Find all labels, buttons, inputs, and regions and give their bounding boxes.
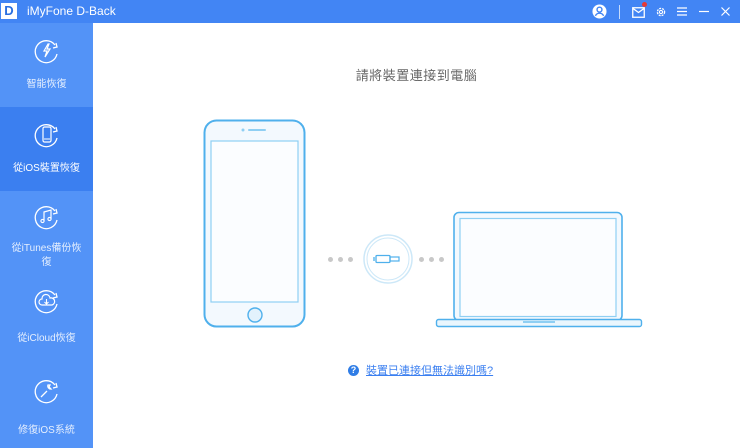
sidebar-item-label: 從iOS裝置恢復	[13, 163, 80, 174]
sidebar-item-label: 修復iOS系統	[18, 425, 75, 436]
sidebar-item-label: 智能恢復	[26, 79, 67, 90]
sidebar-item-label: 從iCloud恢復	[17, 333, 76, 344]
usb-cable-icon	[363, 234, 413, 284]
mail-icon[interactable]	[632, 0, 647, 23]
help-row: ? 裝置已連接但無法識別嗎?	[348, 362, 493, 378]
menu-icon[interactable]	[677, 0, 687, 23]
connection-dots-right	[419, 257, 444, 262]
title-bar: D iMyFone D-Back	[0, 0, 740, 23]
gear-icon[interactable]	[655, 0, 667, 23]
app-logo: D	[1, 3, 17, 19]
iphone-illustration	[203, 119, 306, 328]
sidebar-item-smart-recovery[interactable]: 智能恢復	[0, 23, 93, 107]
separator	[619, 4, 620, 19]
sidebar-item-label: 從iTunes備份恢復	[11, 243, 82, 268]
account-icon[interactable]	[592, 0, 607, 23]
sidebar-item-ios-device[interactable]: 從iOS裝置恢復	[0, 107, 93, 191]
laptop-illustration	[435, 211, 643, 328]
connection-dots-left	[328, 257, 353, 262]
close-icon[interactable]	[721, 0, 730, 23]
itunes-icon	[33, 203, 61, 234]
icloud-icon	[33, 287, 61, 318]
question-icon: ?	[348, 364, 359, 376]
repair-icon	[33, 377, 61, 408]
sidebar-item-icloud[interactable]: 從iCloud恢復	[0, 279, 93, 367]
smart-recovery-icon	[33, 37, 61, 68]
sidebar: 智能恢復 從iOS裝置恢復 從iTunes備份恢復 從iCloud恢復 修復iO…	[0, 23, 93, 448]
device-not-recognized-link[interactable]: 裝置已連接但無法識別嗎?	[366, 365, 494, 377]
ios-device-icon	[33, 121, 61, 152]
connect-prompt: 請將裝置連接到電腦	[355, 68, 478, 83]
minimize-icon[interactable]	[699, 0, 709, 23]
main-panel: 請將裝置連接到電腦 ? 裝置已連接但無法識別嗎?	[93, 23, 740, 448]
sidebar-item-repair-ios[interactable]: 修復iOS系統	[0, 367, 93, 448]
app-title: iMyFone D-Back	[27, 4, 116, 18]
sidebar-item-itunes[interactable]: 從iTunes備份恢復	[0, 191, 93, 279]
notification-badge	[642, 2, 647, 7]
